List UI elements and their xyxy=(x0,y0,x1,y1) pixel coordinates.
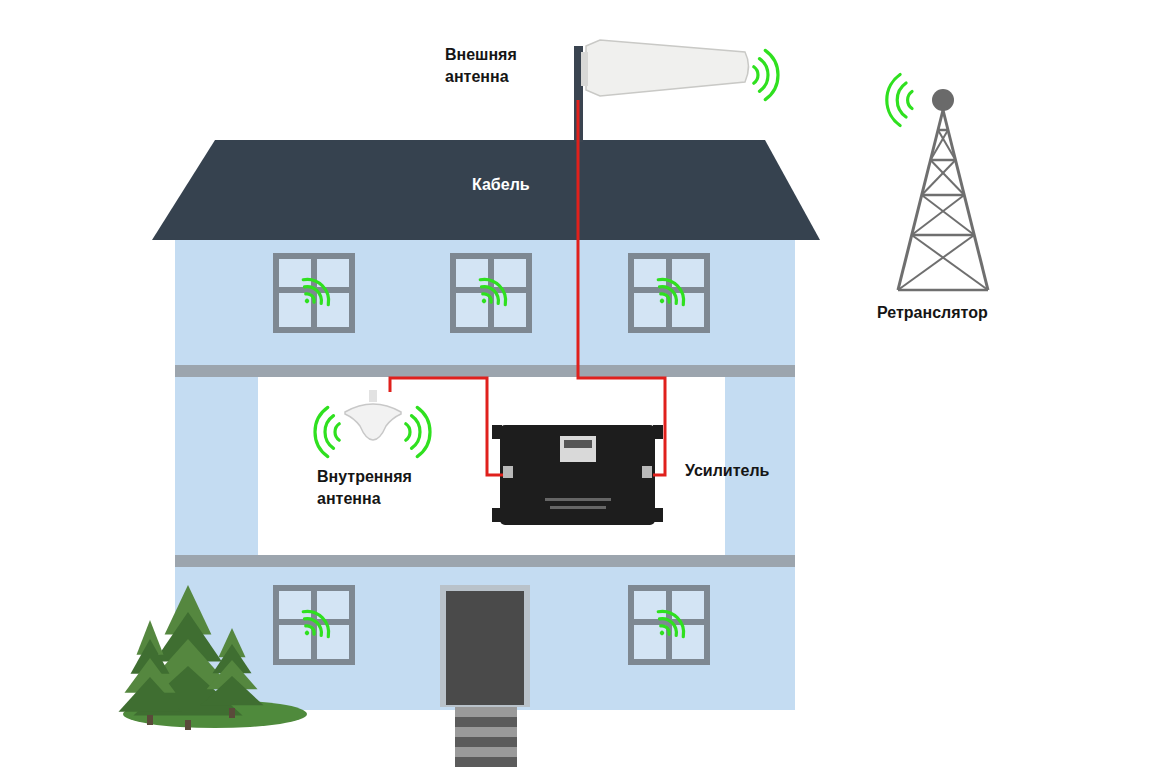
window xyxy=(628,253,710,333)
internal-antenna xyxy=(315,390,430,457)
signal-amplifier xyxy=(492,425,663,525)
window xyxy=(450,253,532,333)
component-node: Ретранслятор xyxy=(895,88,991,292)
signal-waves xyxy=(754,50,778,99)
window xyxy=(273,585,355,665)
window xyxy=(273,253,355,333)
window xyxy=(628,585,710,665)
component-node: Внешняя антенна xyxy=(572,40,752,100)
signal-waves xyxy=(648,273,690,315)
signal-waves xyxy=(470,273,512,315)
middle-wall xyxy=(175,377,258,555)
external-antenna xyxy=(574,40,778,142)
cable-label: Кабель xyxy=(472,176,530,194)
steps xyxy=(455,707,517,767)
signal-waves xyxy=(293,605,335,647)
trees xyxy=(119,585,308,730)
floor-band xyxy=(175,555,795,567)
signal-waves xyxy=(887,74,912,125)
component-label: Внутренняя антенна xyxy=(317,466,447,509)
component-node: Внутренняя антенна xyxy=(345,392,401,440)
component-label: Ретранслятор xyxy=(877,302,1017,324)
signal-waves xyxy=(648,605,690,647)
component-label: Внешняя антенна xyxy=(445,44,545,87)
roof xyxy=(152,140,820,240)
cable-line xyxy=(390,378,503,475)
component-label: Усилитель xyxy=(685,460,805,482)
ground-wall xyxy=(175,567,795,710)
upper-wall xyxy=(175,240,795,365)
cable-line xyxy=(578,100,665,475)
relay-tower xyxy=(887,74,988,290)
component-node: Усилитель xyxy=(503,425,653,525)
signal-waves xyxy=(293,273,335,315)
floor-band xyxy=(175,365,795,377)
signal-waves xyxy=(315,407,339,456)
door xyxy=(440,585,530,707)
signal-waves xyxy=(406,407,430,456)
